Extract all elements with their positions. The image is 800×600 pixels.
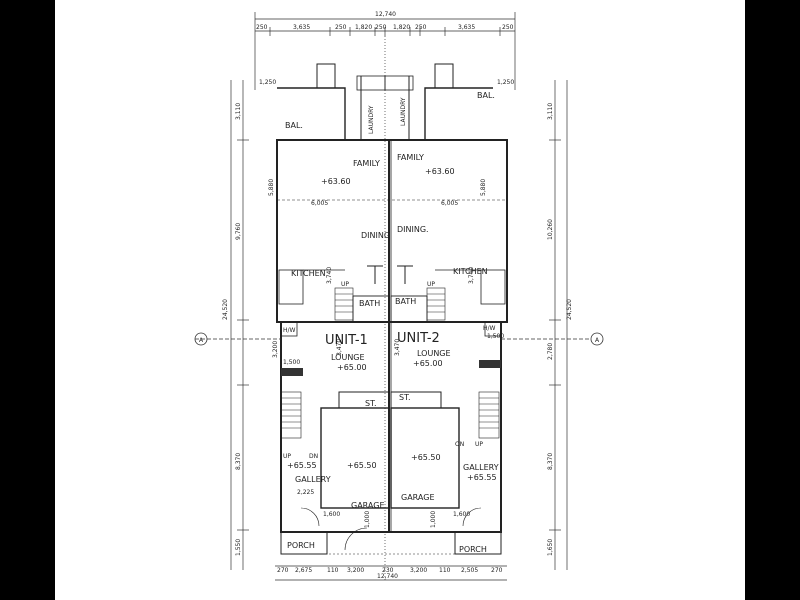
dim-w1: 6,005 <box>311 200 328 207</box>
dim-top-9: 250 <box>502 24 514 31</box>
dim-top-2: 3,635 <box>293 24 310 31</box>
dim-right-b: 10,260 <box>547 219 554 240</box>
dim-right-a: 3,110 <box>547 103 554 120</box>
dim-bottom-7: 110 <box>439 567 451 574</box>
dim-left-b: 9,760 <box>235 223 242 240</box>
dim-3470-1: 3,470 <box>336 339 343 356</box>
level-lounge-2: +65.00 <box>413 359 443 368</box>
label-bal-2: BAL. <box>477 91 495 100</box>
label-family-1: FAMILY <box>353 159 380 168</box>
dim-top-total: 12,740 <box>375 11 396 18</box>
dim-bottom-3: 110 <box>327 567 339 574</box>
dim-right-e: 1,650 <box>547 539 554 556</box>
section-a-left: A <box>199 337 204 344</box>
dim-top-7: 250 <box>415 24 427 31</box>
dim-right-c: 2,780 <box>547 343 554 360</box>
dim-top-1: 250 <box>256 24 268 31</box>
dim-1600-2: 1,600 <box>453 511 470 518</box>
dim-bottom-9: 270 <box>491 567 503 574</box>
label-gallery-2: GALLERY <box>463 463 499 472</box>
dim-right-d: 8,370 <box>547 453 554 470</box>
label-unit-1: UNIT-1 <box>325 333 368 348</box>
label-bal-1: BAL. <box>285 121 303 130</box>
dim-k2: 3,740 <box>468 267 475 284</box>
label-porch-2: PORCH <box>459 545 487 554</box>
top-dimensions <box>254 12 516 580</box>
label-up-4: UP <box>475 441 483 448</box>
label-dining-1: DINING <box>361 231 390 240</box>
dim-top-6: 1,820 <box>393 24 410 31</box>
dim-3200-left: 3,200 <box>272 341 279 358</box>
level-gallery-2: +65.55 <box>467 473 497 482</box>
label-gallery-1: GALLERY <box>295 475 331 484</box>
dim-w2: 6,005 <box>441 200 458 207</box>
label-lounge-2: LOUNGE <box>417 349 451 358</box>
bottom-dimensions <box>275 565 507 581</box>
level-family-2: +63.60 <box>425 167 455 176</box>
label-dn-3: DN <box>309 453 318 460</box>
dim-bottom-4: 3,200 <box>347 567 364 574</box>
level-lounge-1: +65.00 <box>337 363 367 372</box>
dim-h2: 5,880 <box>480 179 487 196</box>
label-st-1: ST. <box>365 399 377 408</box>
dim-gallery-width: 2,225 <box>297 489 314 496</box>
label-up-2: UP <box>427 281 435 288</box>
dim-top-5: 250 <box>375 24 387 31</box>
label-dining-2: DINING. <box>397 225 429 234</box>
dim-bottom-1: 270 <box>277 567 289 574</box>
label-hw-2: H/W <box>483 325 496 332</box>
dim-bottom-6: 3,200 <box>410 567 427 574</box>
dim-bottom-8: 2,505 <box>461 567 478 574</box>
label-laundry-1: LAUNDRY <box>368 105 375 134</box>
building-walls <box>276 63 508 555</box>
label-kitchen-1: KITCHEN <box>291 269 326 278</box>
dim-1500-right: 1,500 <box>487 333 504 340</box>
dim-left-c: 8,370 <box>235 453 242 470</box>
label-up-3: UP <box>283 453 291 460</box>
dim-right-total: 24,520 <box>566 299 573 320</box>
dim-top-3: 250 <box>335 24 347 31</box>
dim-left-total: 24,520 <box>222 299 229 320</box>
dim-1250-right: 1,250 <box>497 79 514 86</box>
section-a-right: A <box>595 337 600 344</box>
label-garage-2: GARAGE <box>401 493 435 502</box>
dim-1500-left: 1,500 <box>283 359 300 366</box>
level-garage-2: +65.50 <box>411 453 441 462</box>
dim-top-8: 3,635 <box>458 24 475 31</box>
level-gallery-1: +65.55 <box>287 461 317 470</box>
label-hw-1: H/W <box>283 327 296 334</box>
side-dimensions <box>230 80 568 570</box>
dim-left-a: 3,110 <box>235 103 242 120</box>
label-on: ON <box>455 441 464 448</box>
dim-1250-left: 1,250 <box>259 79 276 86</box>
label-st-2: ST. <box>399 393 411 402</box>
level-garage-1: +65.50 <box>347 461 377 470</box>
level-family-1: +63.60 <box>321 177 351 186</box>
label-lounge-1: LOUNGE <box>331 353 365 362</box>
dim-bottom-5: 230 <box>382 567 394 574</box>
dim-left-d: 1,550 <box>235 539 242 556</box>
drawing-sheet: 12,740 250 3,635 250 1,820 250 1,820 250… <box>55 0 745 600</box>
label-garage-1: GARAGE <box>351 501 385 510</box>
floor-plan: 12,740 250 3,635 250 1,820 250 1,820 250… <box>194 11 604 581</box>
dim-k1: 3,740 <box>326 267 333 284</box>
label-family-2: FAMILY <box>397 153 424 162</box>
label-bath-2: BATH <box>395 297 416 306</box>
label-unit-2: UNIT-2 <box>397 331 440 346</box>
dim-1000-2: 1,000 <box>430 511 437 528</box>
section-markers <box>194 332 604 346</box>
dim-h1: 5,880 <box>268 179 275 196</box>
dim-1000-1: 1,000 <box>364 511 371 528</box>
label-bath-1: BATH <box>359 299 380 308</box>
dim-top-4: 1,820 <box>355 24 372 31</box>
dim-bottom-2: 2,675 <box>295 567 312 574</box>
dim-bottom-total: 12,740 <box>377 573 398 580</box>
label-up-1: UP <box>341 281 349 288</box>
dim-1600-1: 1,600 <box>323 511 340 518</box>
label-kitchen-2: KITCHEN <box>453 267 488 276</box>
dim-3470-2: 3,470 <box>394 339 401 356</box>
label-laundry-2: LAUNDRY <box>400 97 407 126</box>
label-porch-1: PORCH <box>287 541 315 550</box>
